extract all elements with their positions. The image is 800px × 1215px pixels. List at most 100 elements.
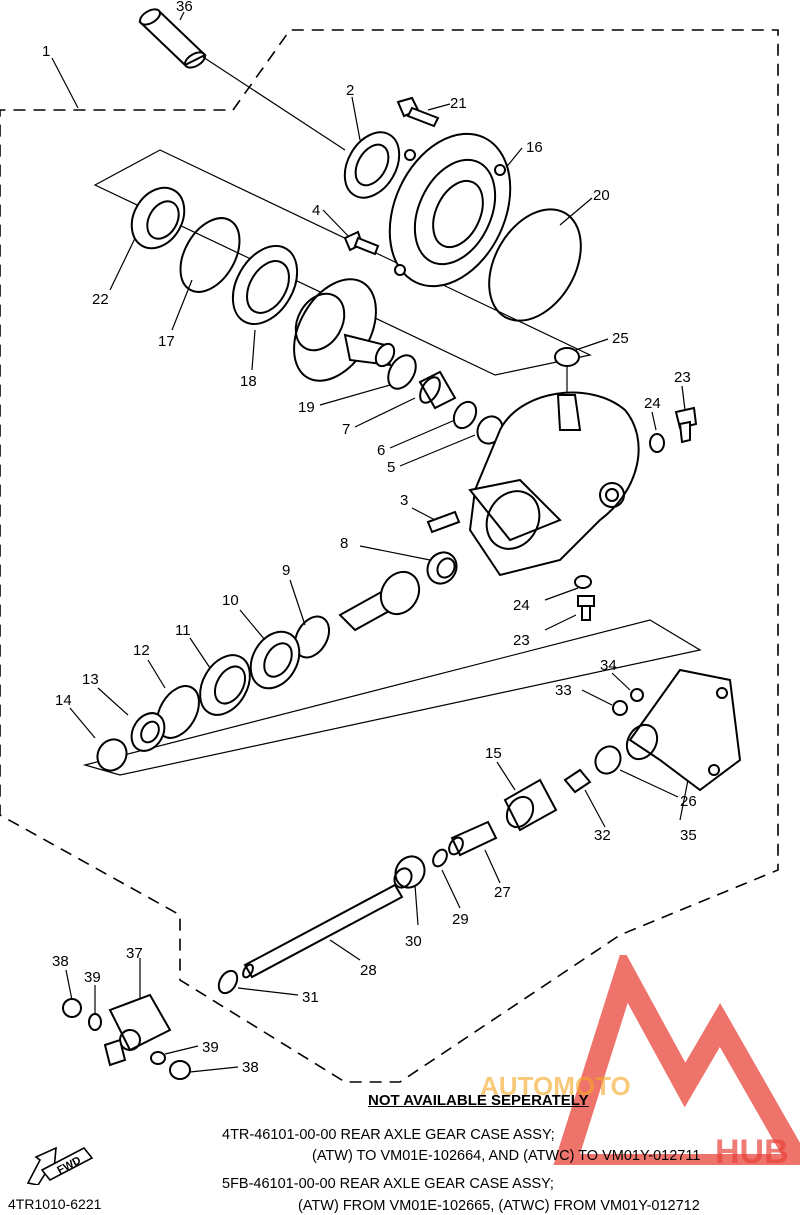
part-38-cap-upper [62,998,82,1018]
part-19-washer [387,354,417,390]
pinion-group-frame [82,619,702,776]
label-13: 13 [82,671,99,688]
assy-note-line-3: 5FB-46101-00-00 REAR AXLE GEAR CASE ASSY… [222,1176,554,1192]
label-16: 16 [526,139,543,156]
label-35: 35 [680,827,697,844]
label-34: 34 [600,657,617,674]
part-23-bolt-upper [674,406,698,444]
label-7: 7 [342,421,350,438]
label-32: 32 [594,827,611,844]
label-14: 14 [55,692,72,709]
part-24-washer-upper [649,433,665,453]
part-39-circlip-upper [88,1013,102,1031]
part-29-circlip [432,848,448,868]
label-29: 29 [452,911,469,928]
part-12-o-ring [156,685,200,739]
part-21-bolt [396,96,440,128]
drive-pinion [338,570,421,632]
fwd-arrow-icon: FWD [26,1146,94,1185]
part-38-cap-lower [169,1060,191,1080]
part-9-shim [293,615,331,659]
part-11-bearing-retainer [199,654,251,716]
label-37: 37 [126,945,143,962]
label-33: 33 [555,682,572,699]
label-18: 18 [240,373,257,390]
label-11: 11 [175,622,191,639]
leader-lines [51,11,691,1073]
part-7-needle-bearing [418,370,457,410]
part-18-bearing [231,245,299,325]
part-2-shim [343,131,401,199]
diagram-code: 4TR1010-6221 [8,1196,102,1212]
part-8-bearing [426,551,458,585]
part-16-bearing-housing [388,132,512,288]
part-28-drive-shaft [242,883,404,979]
assy-note-line-1: 4TR-46101-00-00 REAR AXLE GEAR CASE ASSY… [222,1127,555,1143]
label-19: 19 [298,399,315,416]
part-30-collar [393,855,426,889]
fwd-label: FWD [55,1154,83,1176]
label-12: 12 [133,642,150,659]
part-33-nut [612,700,628,716]
ring-gear [293,278,396,382]
label-28: 28 [360,962,377,979]
label-30: 30 [405,933,422,950]
part-6-collar [452,400,478,430]
part-10-bearing [249,630,301,690]
gear-case-body [468,391,640,577]
part-31-circlip [217,969,239,995]
label-39b: 39 [202,1039,219,1056]
label-10: 10 [222,592,239,609]
label-9: 9 [282,562,290,579]
label-1: 1 [42,43,50,60]
label-22: 22 [92,291,109,308]
part-22-oil-seal [130,186,186,250]
part-35-bracket [625,668,742,792]
part-39-circlip-lower [150,1051,166,1065]
part-15-boot [503,778,558,832]
part-37-universal-joint [103,993,172,1067]
label-31: 31 [302,989,319,1006]
label-39a: 39 [84,969,101,986]
label-6: 6 [377,442,385,459]
part-34-washer [630,688,644,702]
part-27-sleeve [448,820,498,857]
automotohub-watermark: AUTOMOTO HUB [480,955,800,1165]
label-4: 4 [312,202,320,219]
part-23-bolt-lower [577,595,595,621]
watermark-text-hub: HUB [715,1133,789,1165]
label-23a: 23 [674,369,691,386]
label-36: 36 [176,0,193,15]
watermark-triangle [553,955,800,1165]
label-25: 25 [612,330,629,347]
assy-note-line-4: (ATW) FROM VM01E-102665, (ATWC) FROM VM0… [298,1198,700,1214]
label-20: 20 [593,187,610,204]
label-2: 2 [346,82,354,99]
part-17-o-ring [179,217,241,293]
part-24-washer-lower [574,575,592,589]
part-25-cap [554,347,580,367]
label-3: 3 [400,492,408,509]
label-38a: 38 [52,953,69,970]
label-15: 15 [485,745,502,762]
label-26: 26 [680,793,697,810]
label-21: 21 [450,95,467,112]
assy-note-line-2: (ATW) TO VM01E-102664, AND (ATWC) TO VM0… [312,1148,701,1164]
part-14-collar [96,738,128,772]
assembly-boundary [0,29,779,1083]
part-3-stud [426,510,461,534]
part-4-bolt [343,230,380,256]
label-38b: 38 [242,1059,259,1076]
part-32-spring [563,768,592,794]
not-available-note: NOT AVAILABLE SEPERATELY [368,1092,589,1109]
part-26-seal [594,745,622,775]
watermark-text-automoto: AUTOMOTO [480,1071,631,1101]
label-17: 17 [158,333,175,350]
label-8: 8 [340,535,348,552]
label-24a: 24 [644,395,661,412]
label-5: 5 [387,459,395,476]
part-20-o-ring [488,208,582,322]
part-13-oil-seal [130,712,166,752]
label-27: 27 [494,884,511,901]
